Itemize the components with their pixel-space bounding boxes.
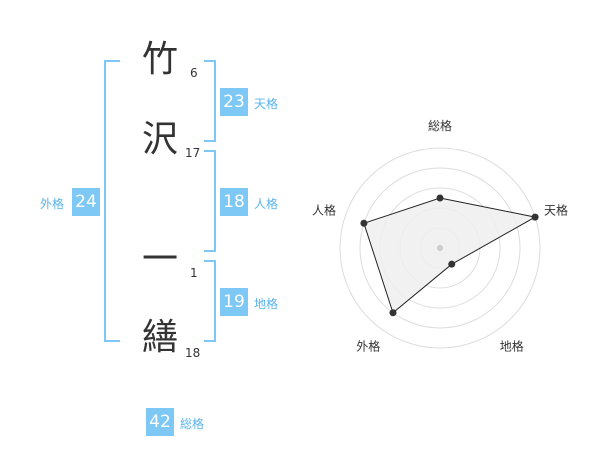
name-char-4-strokes: 18: [185, 346, 201, 360]
name-char-2: 沢: [142, 119, 179, 160]
radar-area: [363, 197, 537, 314]
radar-axis-label: 天格: [544, 202, 568, 217]
radar-axis-label: 総格: [428, 118, 452, 133]
jinkaku-bracket: [204, 150, 216, 252]
radar-axis-label: 人格: [312, 202, 336, 217]
radar-center-dot: [437, 245, 443, 251]
radar-axis-label: 地格: [500, 339, 524, 354]
name-char-4: 繕: [142, 317, 179, 358]
name-char-2-strokes: 17: [185, 146, 201, 160]
name-char-3-strokes: 1: [190, 266, 198, 280]
name-char-3: 一: [142, 239, 179, 280]
radar-point-5: [360, 219, 368, 227]
soukaku-label: 総格: [180, 417, 205, 431]
chikaku-value: 19: [220, 288, 248, 316]
radar-ring: [359, 167, 521, 329]
chikaku-bracket: [204, 260, 216, 342]
radar-ring: [339, 147, 541, 349]
jinkaku-label: 人格: [254, 197, 279, 211]
jinkaku-value: 18: [220, 188, 248, 216]
radar-axis-label: 外格: [356, 339, 380, 354]
tenkaku-bracket: [204, 60, 216, 142]
radar-point-3: [448, 260, 456, 268]
gaikaku-value: 24: [72, 188, 100, 216]
soukaku-value: 42: [146, 408, 174, 436]
tenkaku-value: 23: [220, 88, 248, 116]
gaikaku-label: 外格: [40, 197, 65, 211]
tenkaku-label: 天格: [254, 97, 279, 111]
name-char-1: 竹: [142, 39, 179, 80]
name-char-1-strokes: 6: [190, 66, 198, 80]
radar-point-2: [531, 213, 539, 221]
gaikaku-bracket: [104, 60, 120, 342]
radar-point-4: [389, 309, 397, 317]
radar-point-1: [436, 194, 444, 202]
chikaku-label: 地格: [254, 297, 279, 311]
